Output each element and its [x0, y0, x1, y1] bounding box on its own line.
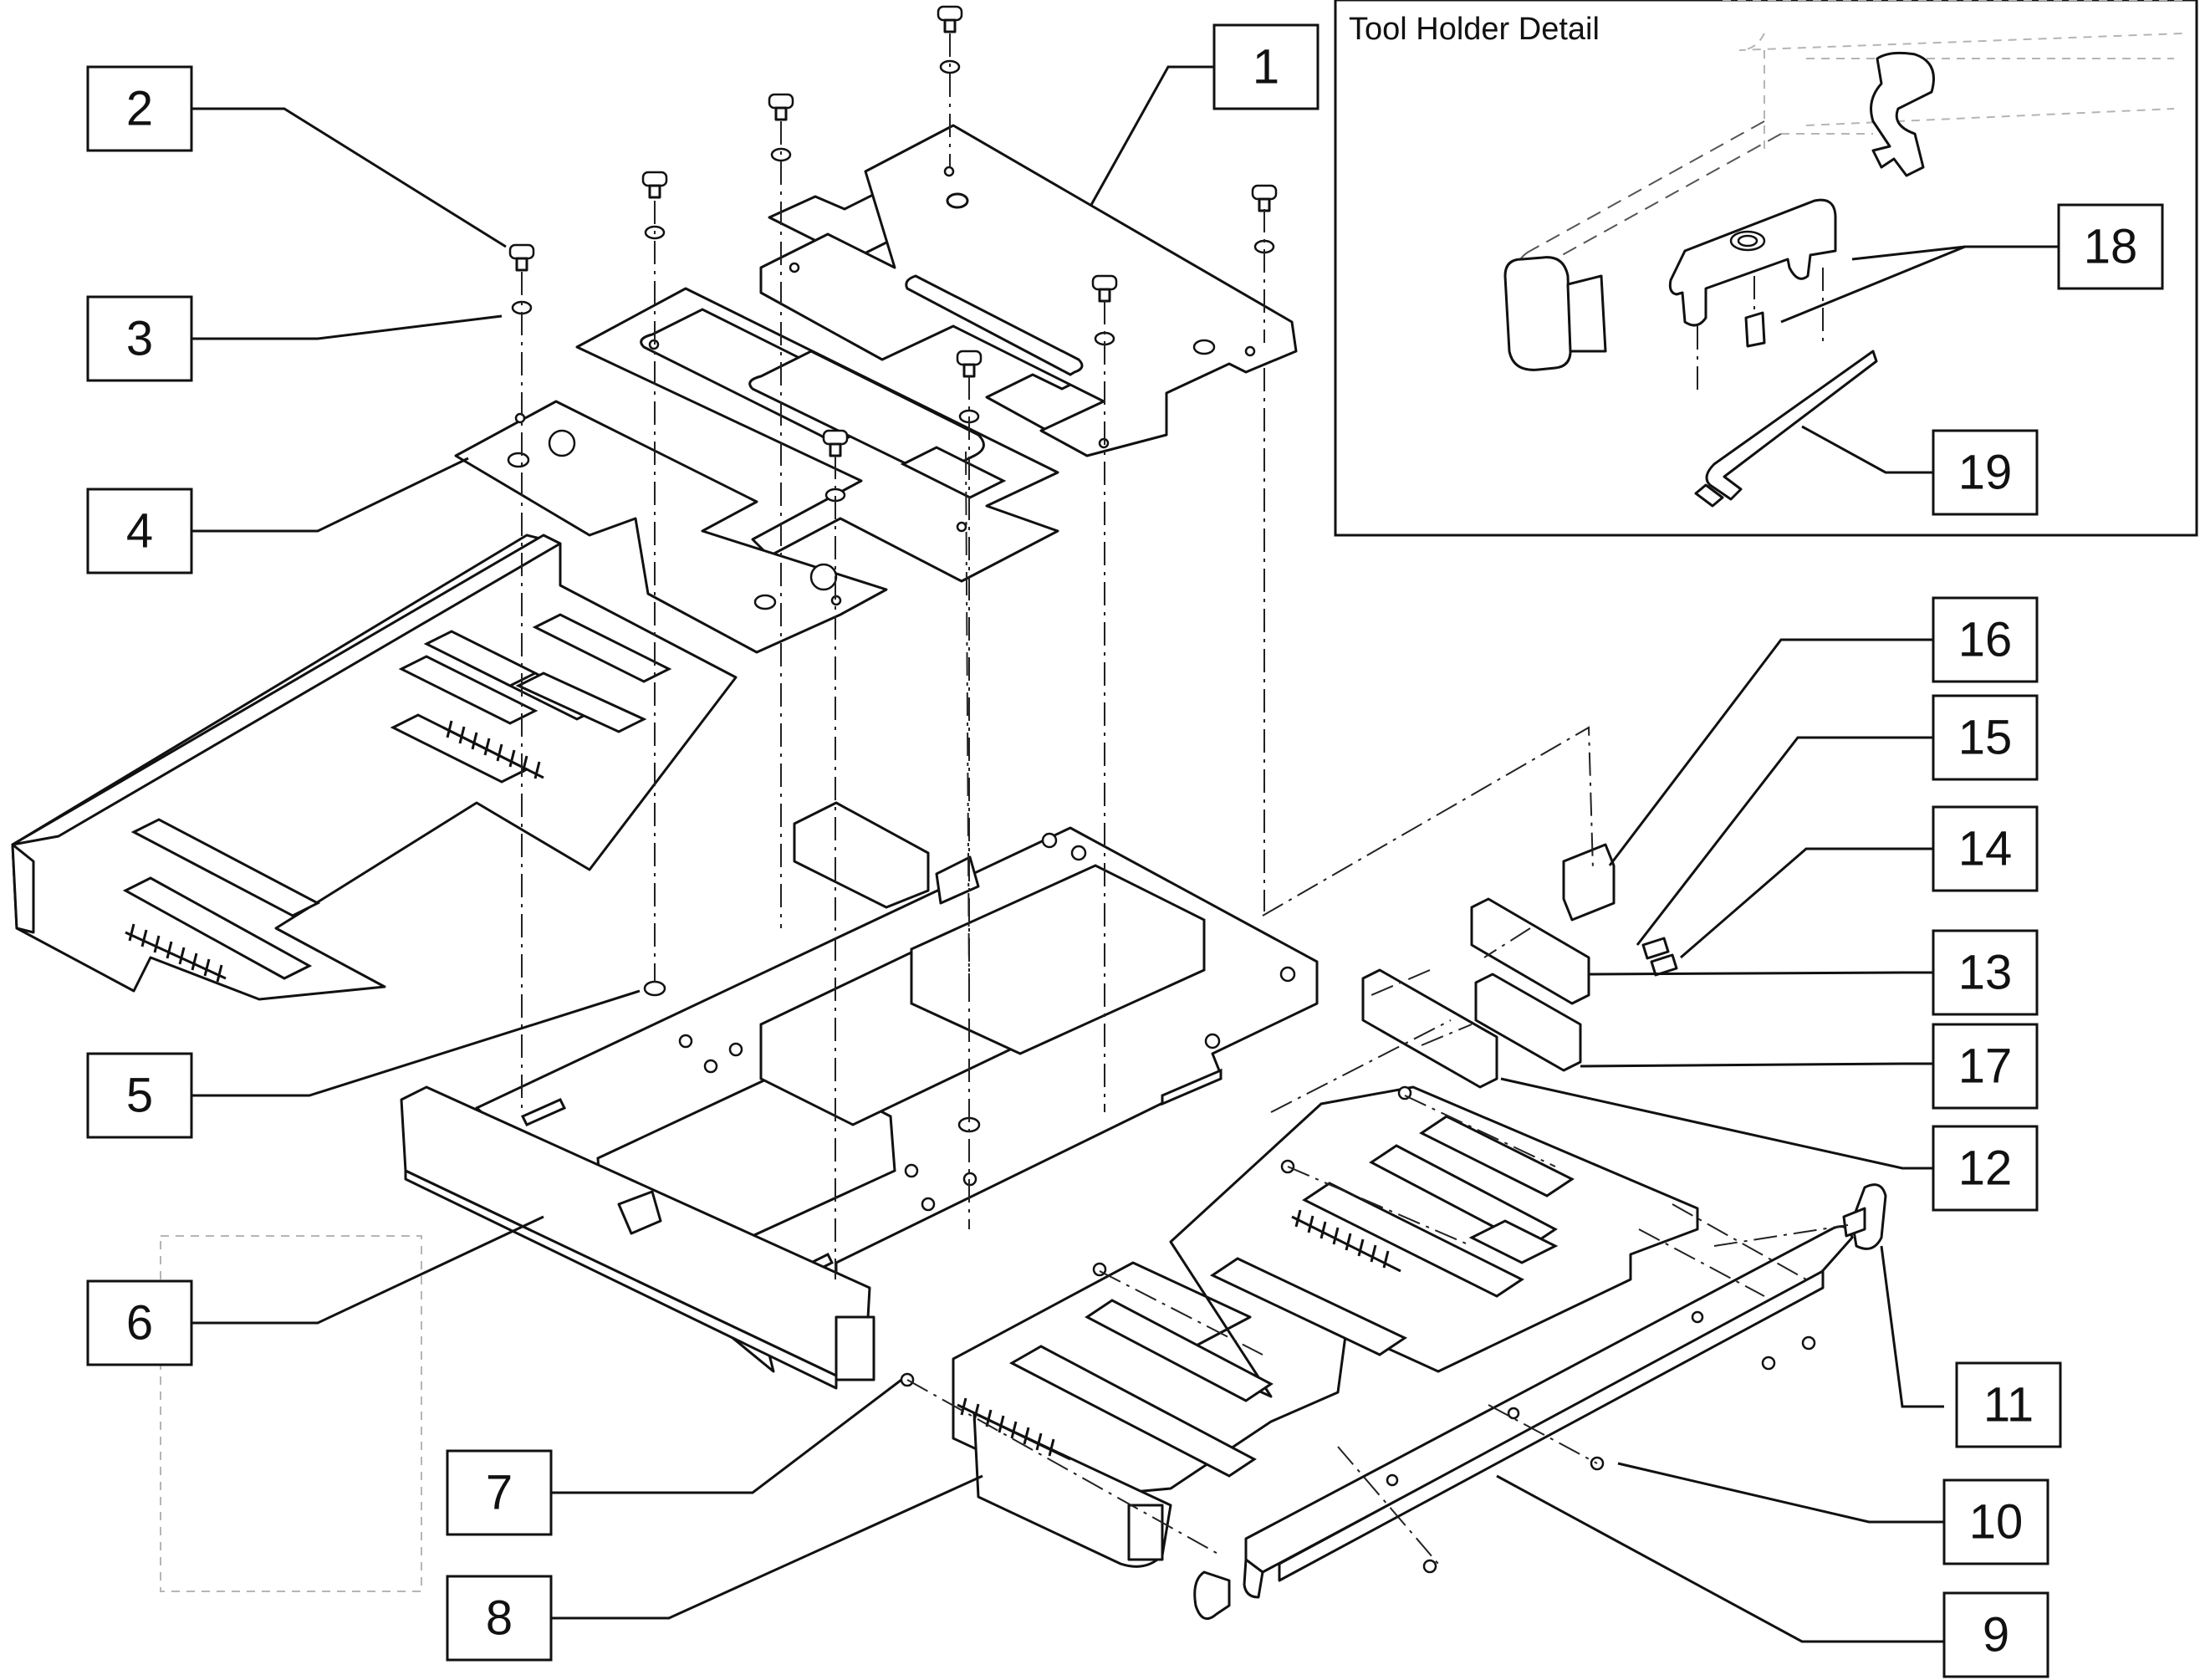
bracket-assembly [1361, 843, 1678, 1089]
hex-key [1705, 350, 1878, 501]
callout-6: 6 [86, 1279, 193, 1366]
screw-5 [1251, 184, 1278, 254]
svg-text:14: 14 [1958, 822, 2013, 876]
callout-14: 14 [1932, 805, 2039, 892]
svg-text:17: 17 [1958, 1039, 2013, 1094]
callout-12: 12 [1932, 1125, 2039, 1212]
callout-9: 9 [1942, 1591, 2049, 1678]
plate-middle [575, 287, 1059, 583]
tool-holder-detail-inset: Tool Holder Detail [1334, 0, 2198, 537]
svg-text:9: 9 [1983, 1608, 2009, 1662]
svg-text:19: 19 [1958, 446, 2013, 500]
callout-18: 18 [2057, 203, 2164, 290]
screw-2 [508, 243, 535, 315]
screw-6 [1091, 274, 1118, 346]
fasteners [508, 5, 1816, 1574]
svg-text:16: 16 [1958, 613, 2013, 667]
callout-3: 3 [86, 295, 193, 382]
svg-text:13: 13 [1958, 946, 2013, 1000]
callout-11: 11 [1955, 1361, 2062, 1448]
screw-7 [956, 350, 983, 424]
callout-4: 4 [86, 488, 193, 574]
svg-text:2: 2 [126, 82, 153, 136]
inset-title: Tool Holder Detail [1349, 12, 1600, 47]
callout-2: 2 [86, 65, 193, 152]
svg-text:4: 4 [126, 504, 153, 559]
svg-text:8: 8 [486, 1591, 513, 1646]
phantom-outline-part-6 [160, 1235, 422, 1592]
callout-13: 13 [1932, 929, 2039, 1016]
tube-end-cap [1503, 256, 1572, 371]
callout-8: 8 [446, 1575, 553, 1662]
tool-holder-clip [1668, 198, 1837, 327]
callout-15: 15 [1932, 694, 2039, 781]
svg-text:5: 5 [126, 1069, 153, 1123]
callout-1: 1 [1212, 23, 1319, 110]
callout-19: 19 [1932, 429, 2039, 516]
svg-text:11: 11 [1983, 1378, 2034, 1432]
nut-5a [643, 980, 666, 997]
svg-text:1: 1 [1253, 40, 1279, 94]
base-plate [400, 801, 1319, 1390]
svg-text:12: 12 [1958, 1141, 2013, 1196]
svg-text:15: 15 [1958, 711, 2013, 765]
callout-10: 10 [1942, 1478, 2049, 1565]
set-screw [1744, 311, 1766, 348]
assembly-lines [521, 33, 1849, 1565]
callout-5: 5 [86, 1052, 193, 1139]
callout-17: 17 [1932, 1023, 2039, 1110]
svg-text:6: 6 [126, 1296, 153, 1351]
plate-part-4 [454, 400, 888, 654]
callout-16: 16 [1932, 596, 2039, 683]
svg-text:7: 7 [486, 1466, 513, 1520]
callout-7: 7 [446, 1449, 553, 1536]
leader-lines [191, 65, 2059, 1643]
svg-text:3: 3 [126, 312, 153, 366]
svg-text:18: 18 [2084, 220, 2138, 274]
screw-3 [768, 93, 794, 162]
right-slide-tray [952, 1085, 1887, 1621]
left-slide-tray [11, 534, 738, 1001]
svg-text:10: 10 [1969, 1495, 2024, 1550]
callouts: 1 2 3 4 5 6 7 8 9 10 11 12 13 14 15 16 1… [86, 23, 2164, 1678]
